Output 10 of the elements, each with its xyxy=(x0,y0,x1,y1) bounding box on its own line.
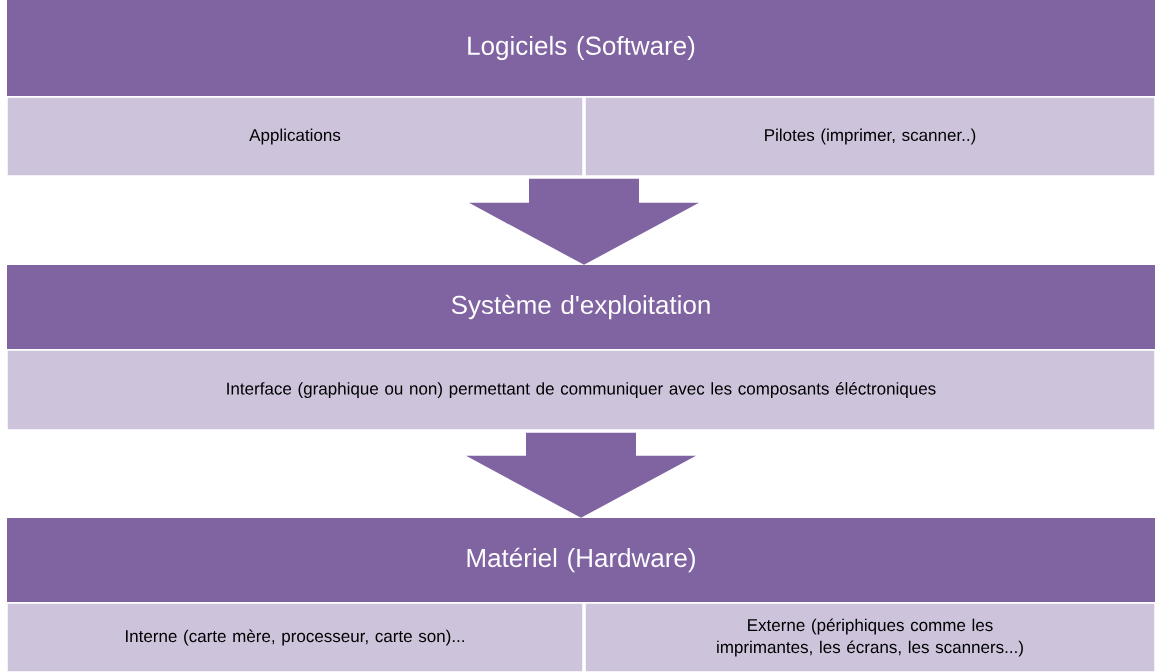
header-band: Logiciels (Software) xyxy=(7,0,1155,96)
block-arrow xyxy=(466,432,696,518)
content-box: Applications xyxy=(6,96,584,177)
content-box: Externe (périphiques comme les imprimantes, les écrans, les scanners...) xyxy=(584,602,1155,672)
header-band: Système d'exploitation xyxy=(7,265,1155,349)
content-box: Pilotes (imprimer, scanner..) xyxy=(584,96,1155,177)
header-band: Matériel (Hardware) xyxy=(7,518,1155,602)
content-box: Interface (graphique ou non) permettant de communiquer avec les composants éléctroniques xyxy=(6,349,1155,431)
content-box: Interne (carte mère, processeur, carte son)... xyxy=(6,602,584,672)
block-arrow xyxy=(469,178,699,265)
